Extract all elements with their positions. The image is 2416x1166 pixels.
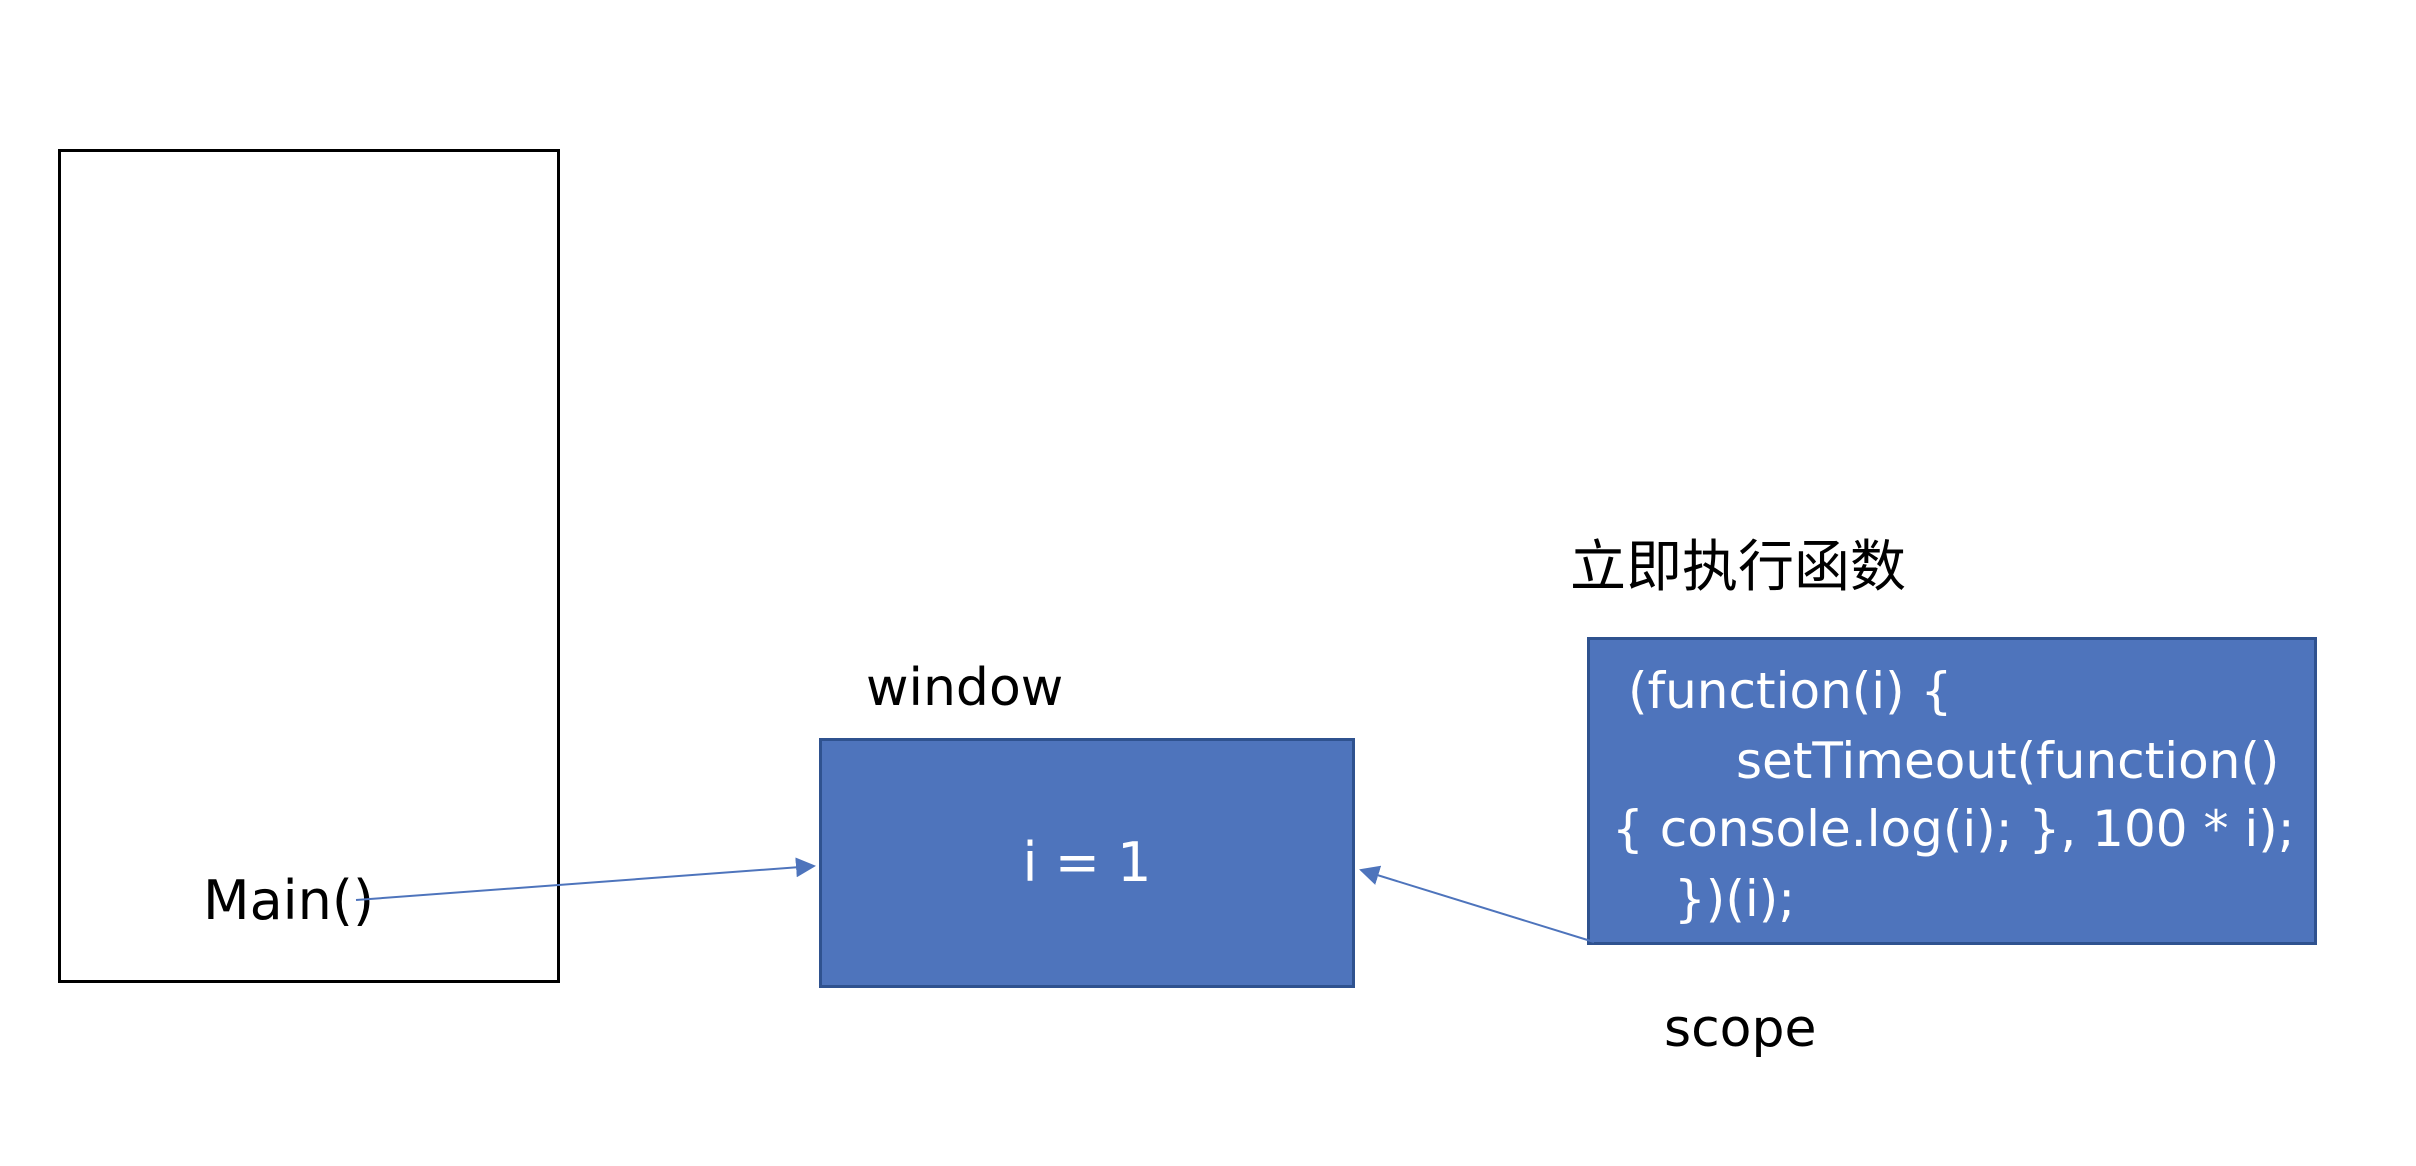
iife-code-box: (function(i) { setTimeout(function() { c… xyxy=(1587,637,2317,945)
scope-to-window-arrow xyxy=(1359,865,1595,943)
window-scope-box: i = 1 xyxy=(819,738,1355,988)
code-line-1: (function(i) { xyxy=(1628,662,1953,720)
code-line-4: })(i); xyxy=(1674,870,1796,928)
code-line-3: { console.log(i); }, 100 * i); xyxy=(1612,800,2295,858)
window-variable: i = 1 xyxy=(1022,831,1152,894)
window-label: window xyxy=(866,658,1064,718)
scope-label: scope xyxy=(1664,999,1817,1059)
code-line-2: setTimeout(function() xyxy=(1736,732,2280,790)
call-stack-frame xyxy=(58,149,560,983)
iife-title: 立即执行函数 xyxy=(1570,535,1906,600)
main-label: Main() xyxy=(203,869,375,932)
